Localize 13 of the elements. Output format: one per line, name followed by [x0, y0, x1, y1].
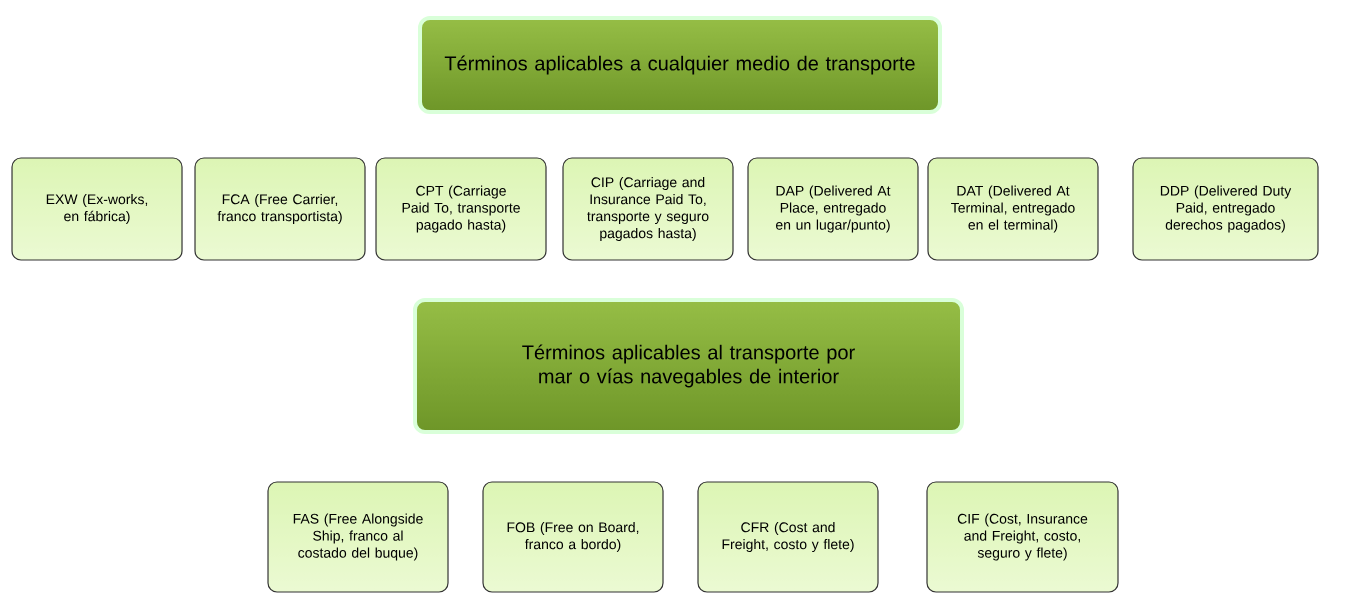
banner-box: Términos aplicables a cualquier medio de transporte — [418, 16, 942, 114]
term-box: DAT (Delivered At Terminal, entregado en el terminal) — [927, 157, 1099, 261]
term-box: CIP (Carriage and Insurance Paid To, transporte y seguro pagados hasta) — [562, 157, 734, 261]
term-box: DDP (Delivered Duty Paid, entregado derechos pagados) — [1132, 157, 1319, 261]
banner-box: Términos aplicables al transporte por mar o vías navegables de interior — [413, 298, 964, 434]
term-box: FCA (Free Carrier, franco transportista) — [194, 157, 366, 261]
term-box: DAP (Delivered At Place, entregado en un lugar/punto) — [747, 157, 919, 261]
term-box: EXW (Ex-works, en fábrica) — [11, 157, 183, 261]
term-box: FOB (Free on Board, franco a bordo) — [482, 481, 664, 593]
term-box: CPT (Carriage Paid To, transporte pagado hasta) — [375, 157, 547, 261]
term-box: CIF (Cost, Insurance and Freight, costo, seguro y flete) — [926, 481, 1119, 593]
term-box: FAS (Free Alongside Ship, franco al costado del buque) — [267, 481, 449, 593]
term-box: CFR (Cost and Freight, costo y flete) — [697, 481, 879, 593]
